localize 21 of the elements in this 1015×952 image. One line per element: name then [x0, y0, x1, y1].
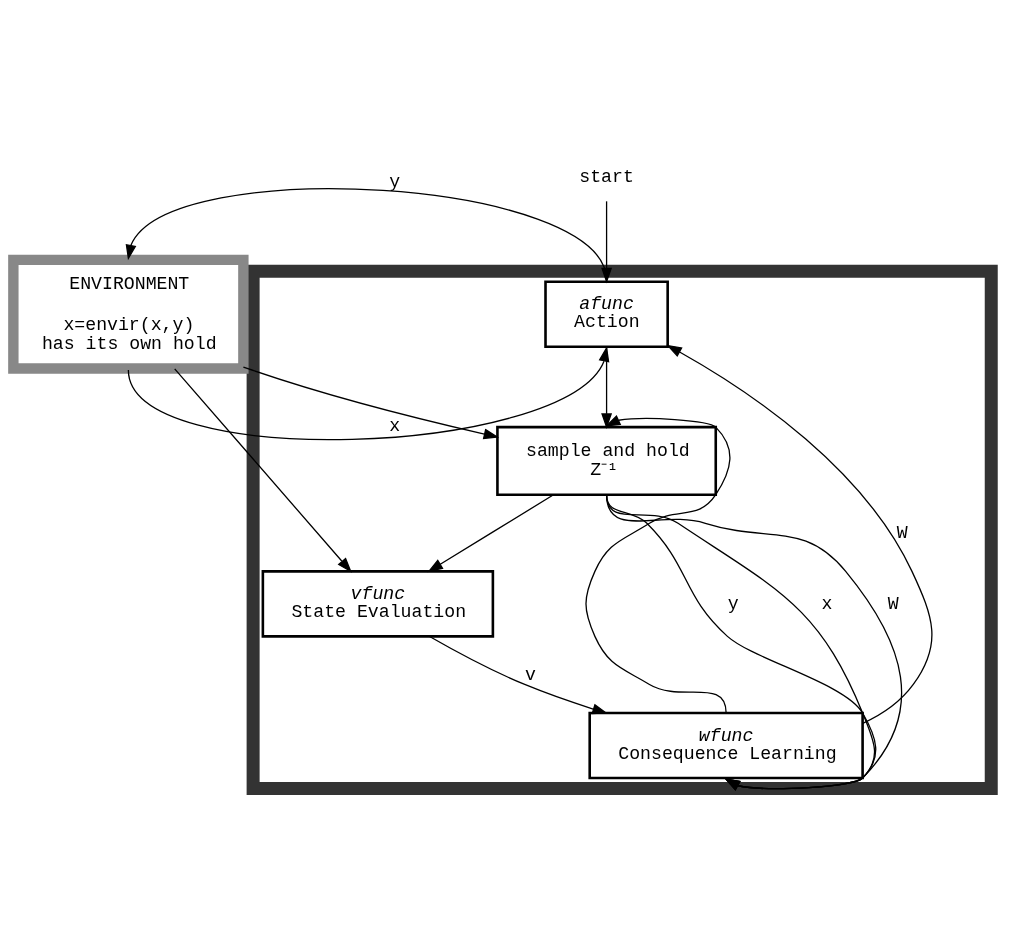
arrow — [242, 366, 500, 440]
node-box: afunc Action — [544, 280, 669, 348]
arrow — [601, 200, 613, 284]
edge-label: x — [389, 416, 401, 437]
node-box: sample and hold Z⁻¹ — [496, 425, 718, 496]
node-box: ENVIRONMENT x=envir(x,y) has its own hold — [8, 254, 249, 374]
node-box: wfunc Consequence Learning — [588, 711, 864, 780]
arrow — [585, 415, 731, 714]
node-text: start — [579, 167, 634, 188]
edge-label: v — [525, 664, 537, 685]
arrow — [174, 368, 352, 573]
edge-label: W — [887, 593, 899, 614]
arrow — [127, 346, 610, 441]
node-box: vfunc State Evaluation — [261, 570, 495, 638]
arrow — [428, 635, 608, 715]
edge-label: x — [821, 593, 833, 614]
edge-label: W — [896, 522, 908, 543]
arrow — [666, 344, 933, 724]
edge-label: y — [389, 172, 401, 193]
edge-label: y — [727, 593, 739, 614]
arrow — [427, 494, 555, 573]
